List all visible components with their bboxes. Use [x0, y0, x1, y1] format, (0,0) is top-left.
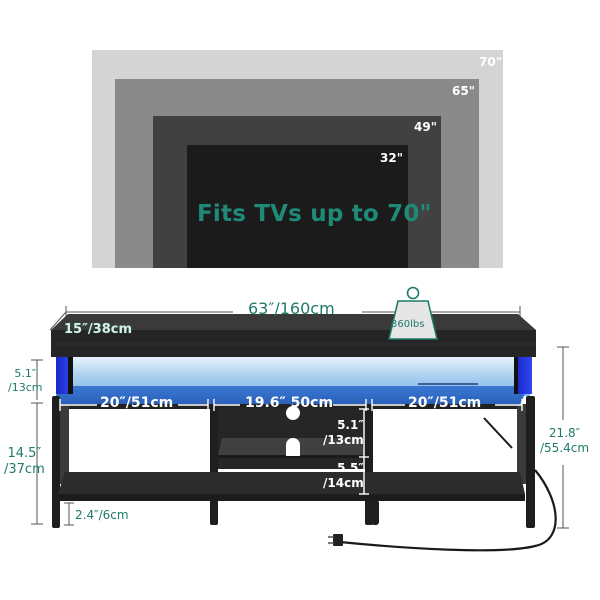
leg-height-label: 2.4″/6cm — [75, 508, 129, 522]
tv-size-32 — [187, 145, 408, 268]
top-opening-height-label: 5.1″ /13cm — [8, 367, 43, 394]
weight-capacity-label: 360lbs — [391, 319, 425, 330]
tv-label-65: 65" — [452, 84, 475, 98]
section-width-lines — [59, 399, 523, 495]
tv-label-49: 49" — [414, 120, 437, 134]
shelf-height-label: 14.5″ /37cm — [4, 446, 45, 477]
width-line — [49, 306, 521, 331]
total-height-line — [557, 346, 569, 529]
weight-capacity-badge — [388, 286, 438, 340]
middle-lower-cubby-label: 5.5″ /14cm — [323, 461, 364, 490]
width-label: 63″/160cm — [248, 299, 335, 318]
middle-upper-cubby-label: 5.1″ /13cm — [323, 418, 364, 447]
depth-label: 15″/38cm — [64, 322, 132, 337]
left-section-width-label: 20″/51cm — [100, 395, 174, 411]
total-height-label: 21.8″ /55.4cm — [540, 426, 590, 455]
tv-label-70: 70" — [479, 55, 502, 69]
fits-tvs-headline: Fits TVs up to 70" — [197, 201, 432, 227]
tv-label-32: 32" — [380, 151, 403, 165]
middle-section-width-label: 19.6″ 50cm — [245, 395, 334, 411]
left-height-lines — [31, 359, 74, 526]
right-section-width-label: 20″/51cm — [408, 395, 482, 411]
